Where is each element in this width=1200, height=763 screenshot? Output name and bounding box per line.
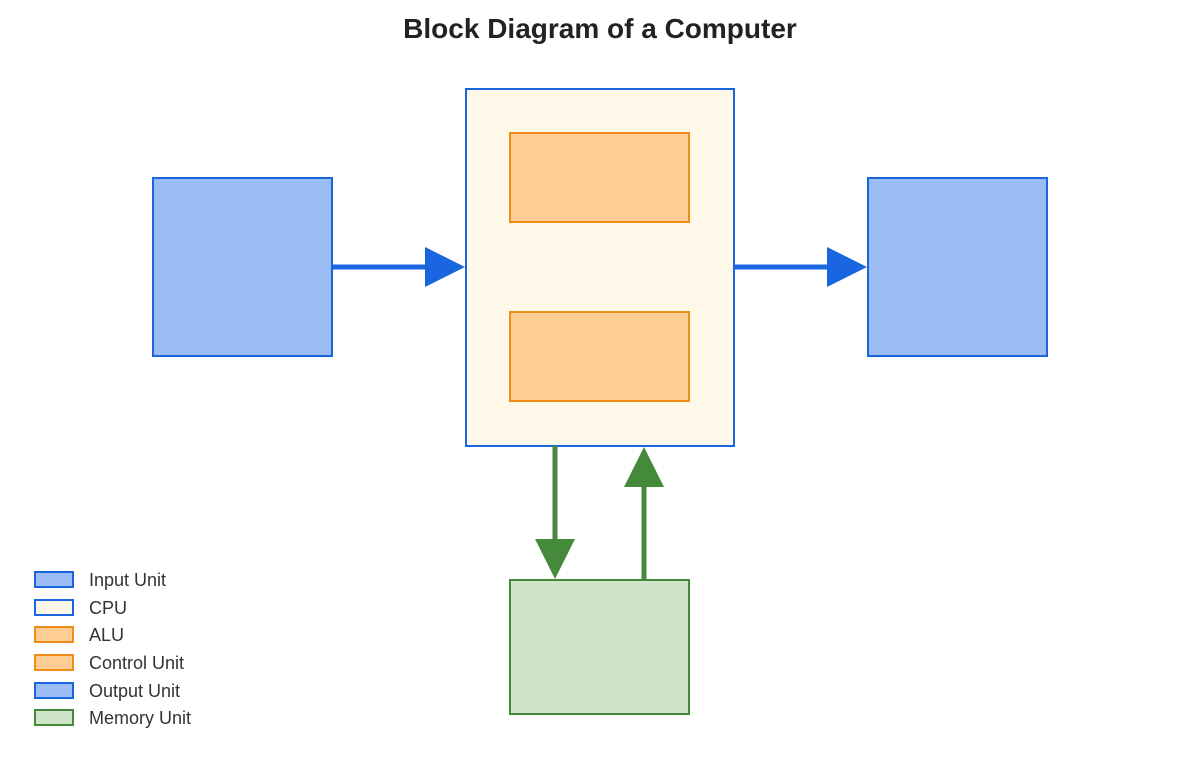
legend-swatch bbox=[34, 626, 74, 643]
legend-item: CPU bbox=[34, 598, 127, 618]
legend-swatch bbox=[34, 654, 74, 671]
legend-label: CPU bbox=[89, 598, 127, 618]
legend-swatch bbox=[34, 599, 74, 616]
output-unit-block bbox=[867, 177, 1048, 357]
legend-label: Input Unit bbox=[89, 570, 166, 590]
legend-label: Control Unit bbox=[89, 653, 184, 673]
legend-swatch bbox=[34, 682, 74, 699]
legend-label: Memory Unit bbox=[89, 708, 191, 728]
alu-block bbox=[509, 132, 690, 223]
legend-swatch bbox=[34, 709, 74, 726]
legend-label: ALU bbox=[89, 625, 124, 645]
diagram-title: Block Diagram of a Computer bbox=[403, 13, 797, 44]
legend: Input Unit CPU ALU Control Unit Output U… bbox=[34, 570, 191, 728]
input-unit-block bbox=[152, 177, 333, 357]
memory-unit-block bbox=[509, 579, 690, 715]
legend-item: ALU bbox=[34, 625, 124, 645]
legend-item: Output Unit bbox=[34, 681, 180, 701]
legend-item: Input Unit bbox=[34, 570, 166, 590]
legend-label: Output Unit bbox=[89, 681, 180, 701]
legend-item: Control Unit bbox=[34, 653, 184, 673]
control-unit-block bbox=[509, 311, 690, 402]
legend-swatch bbox=[34, 571, 74, 588]
legend-item: Memory Unit bbox=[34, 708, 191, 728]
